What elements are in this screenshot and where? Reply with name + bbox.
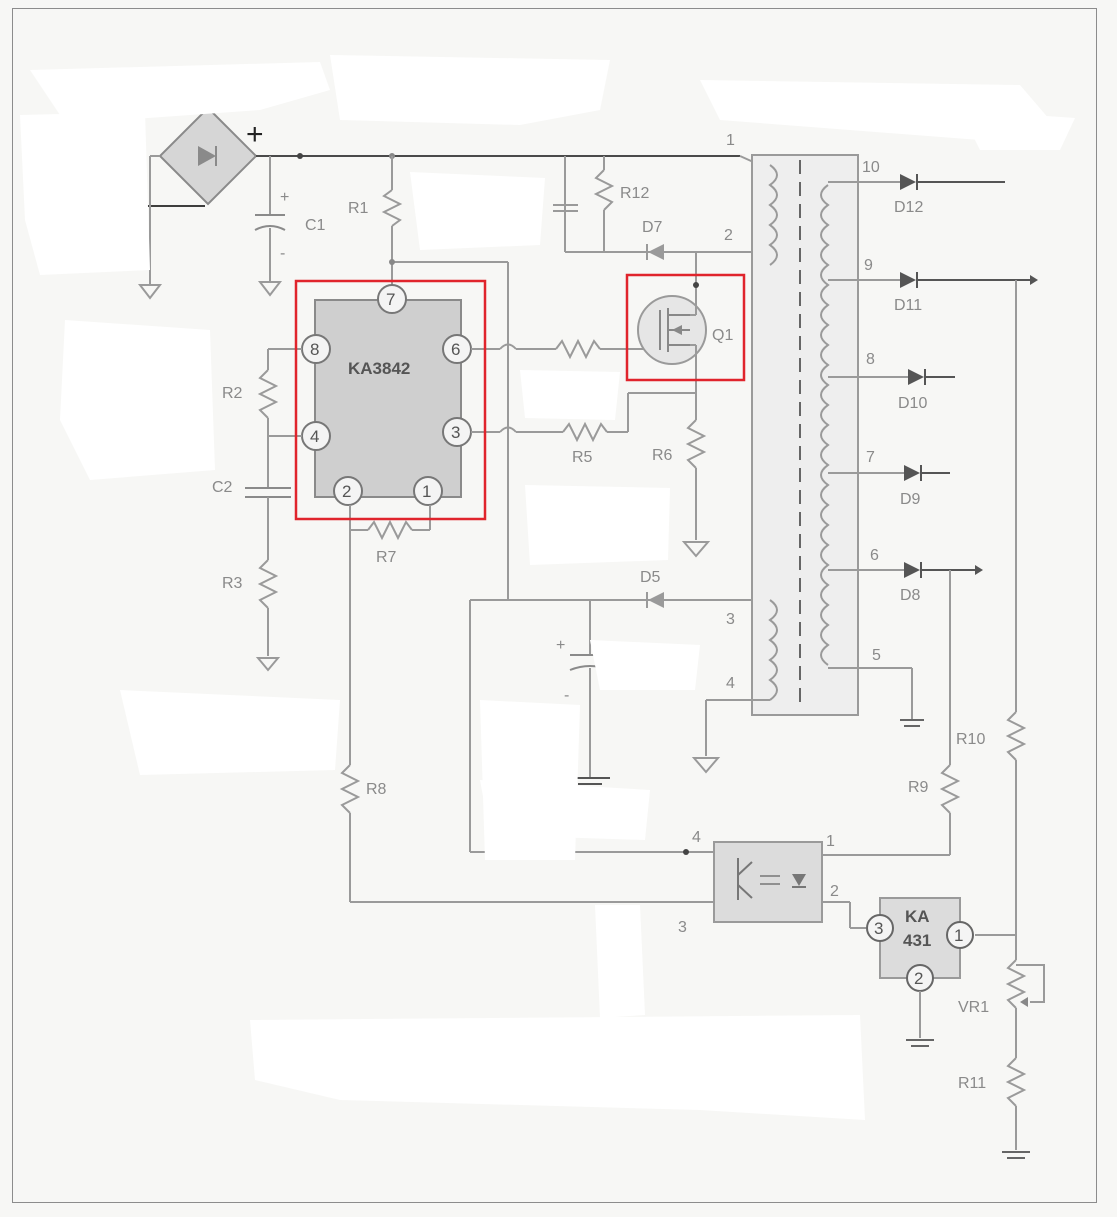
r6-label: R6	[652, 447, 673, 464]
snubber-r12: R12 D7	[553, 156, 770, 260]
resistor-r1: R1	[348, 156, 403, 290]
regulator-ka431: KA 431 3 1 2	[866, 897, 974, 1047]
d8-label: D8	[900, 587, 921, 604]
vcc-line	[389, 259, 509, 600]
r9-label: R9	[908, 779, 929, 796]
transformer: 1 2 3 4 10 9 8 7 6 5	[691, 132, 924, 774]
d11-label: D11	[894, 297, 922, 314]
transformer-pin-6: 6	[870, 547, 879, 564]
c1-minus-sign: -	[280, 245, 285, 262]
ka431-pin-3: 3	[874, 919, 883, 938]
transformer-pin-8: 8	[866, 351, 875, 368]
q1-label: Q1	[712, 327, 733, 344]
c2-label: C2	[212, 479, 233, 496]
vr1-label: VR1	[958, 999, 989, 1016]
hv-bus	[256, 153, 761, 166]
timing-network: R2 C2 R3	[212, 348, 302, 672]
ic-pin-2: 2	[342, 482, 351, 501]
r10-label: R10	[956, 731, 985, 748]
ka431-pin-1: 1	[954, 926, 963, 945]
output-diodes: D12 D11 D10 D9 D8	[828, 174, 1038, 604]
r2-label: R2	[222, 385, 243, 402]
c3-minus-sign: -	[564, 687, 569, 704]
r3-label: R3	[222, 575, 243, 592]
d9-label: D9	[900, 491, 921, 508]
output-feedback: R9 R10 VR1 R11	[822, 280, 1045, 1159]
redaction-marks	[20, 55, 1075, 1120]
d10-label: D10	[898, 395, 927, 412]
opto-pin-1: 1	[826, 833, 835, 850]
c3-plus-sign: +	[556, 637, 565, 654]
ic-pin-1: 1	[422, 482, 431, 501]
r5-label: R5	[572, 449, 593, 466]
opto-pin-3: 3	[678, 919, 687, 936]
r8-label: R8	[366, 781, 387, 798]
d5-label: D5	[640, 569, 661, 586]
r7-label: R7	[376, 549, 397, 566]
r12-label: R12	[620, 185, 649, 202]
ic-pin-4: 4	[310, 427, 319, 446]
ic-ka3842: KA3842 7 8 6 4 3 2 1	[301, 284, 472, 506]
ka431-pin-2: 2	[914, 969, 923, 988]
r11-label: R11	[958, 1075, 986, 1092]
opto-pin-4: 4	[692, 829, 701, 846]
ic-pin-8: 8	[310, 340, 319, 359]
r1-label: R1	[348, 200, 369, 217]
highlight-ic-box	[294, 279, 487, 521]
feedback-r8: R8	[339, 530, 714, 903]
ic-pin-6: 6	[451, 340, 460, 359]
transformer-pin-9: 9	[864, 257, 873, 274]
gate-drive	[471, 338, 645, 360]
c1-plus-sign: +	[280, 189, 289, 206]
d7-label: D7	[642, 219, 663, 236]
opto-pin-2: 2	[830, 883, 839, 900]
transformer-pin-1: 1	[726, 132, 735, 149]
optocoupler: 4 1 2 3	[678, 829, 866, 936]
resistor-r7: R7	[349, 505, 431, 566]
transformer-pin-10: 10	[862, 159, 880, 176]
transformer-pin-2: 2	[724, 227, 733, 244]
d12-label: D12	[894, 199, 923, 216]
ic-pin-3: 3	[451, 423, 460, 442]
c1-label: C1	[305, 217, 326, 234]
ka431-line2: 431	[903, 931, 931, 950]
ka431-line1: KA	[905, 907, 930, 926]
capacitor-c1: C1 + -	[254, 156, 326, 297]
bridge-rectifier: +	[85, 106, 264, 300]
bridge-plus-sign: +	[246, 118, 264, 151]
transformer-pin-3: 3	[726, 611, 735, 628]
current-sense: R5 R6	[471, 392, 711, 558]
highlight-mosfet-box	[625, 273, 746, 382]
page-border	[12, 8, 1097, 1203]
mosfet-q1: Q1	[637, 252, 733, 420]
ic-pin-7: 7	[386, 290, 395, 309]
transformer-pin-7: 7	[866, 449, 875, 466]
transformer-pin-5: 5	[872, 647, 881, 664]
ic-name: KA3842	[348, 359, 410, 378]
transformer-pin-4: 4	[726, 675, 735, 692]
